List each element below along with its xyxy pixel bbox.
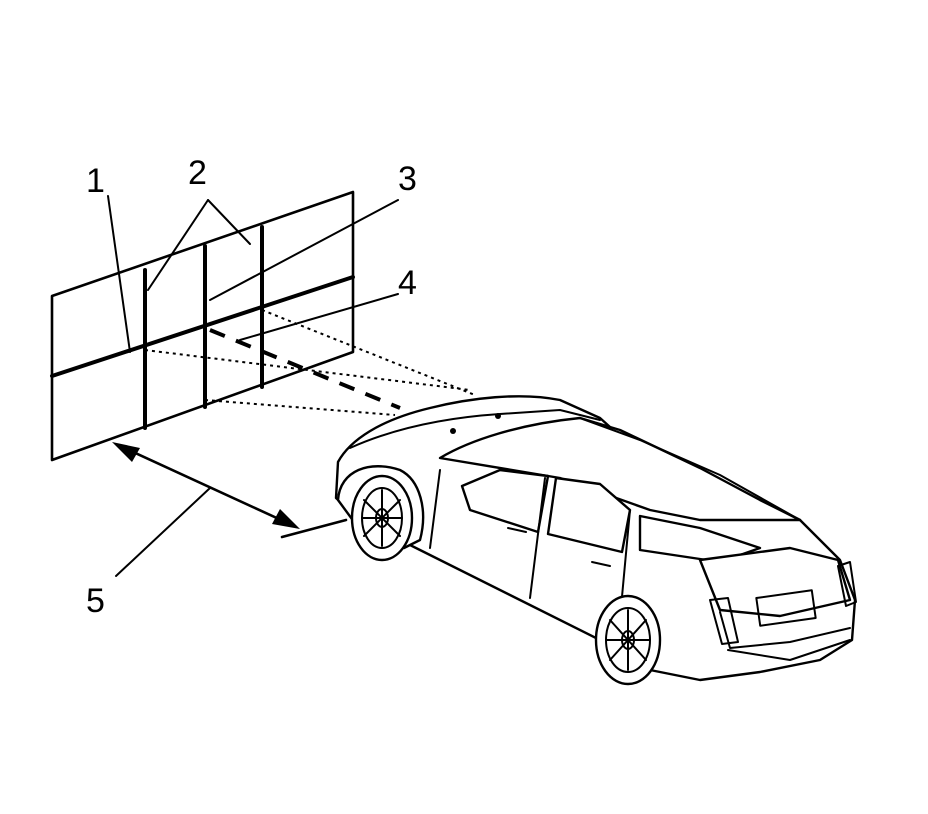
leader-3 xyxy=(209,199,399,301)
leader-5 xyxy=(115,487,211,577)
callout-3: 3 xyxy=(398,160,417,198)
front-wheel xyxy=(350,474,414,562)
callout-1: 1 xyxy=(86,162,105,200)
horizontal-reference-line xyxy=(50,275,355,378)
rear-wheel xyxy=(594,594,662,686)
callout-labels: 1 2 3 4 5 xyxy=(86,154,417,620)
callout-2: 2 xyxy=(188,154,207,192)
leader-2b xyxy=(207,199,251,245)
aiming-screen xyxy=(50,190,355,462)
callout-5: 5 xyxy=(86,582,105,620)
leader-lines xyxy=(107,195,399,577)
callout-4: 4 xyxy=(398,264,417,302)
vehicle xyxy=(334,395,857,686)
leader-4 xyxy=(239,293,399,341)
leader-1 xyxy=(107,195,131,353)
distance-arrow xyxy=(112,442,348,539)
vehicle-centerline xyxy=(209,328,401,410)
leader-2a xyxy=(147,199,209,291)
